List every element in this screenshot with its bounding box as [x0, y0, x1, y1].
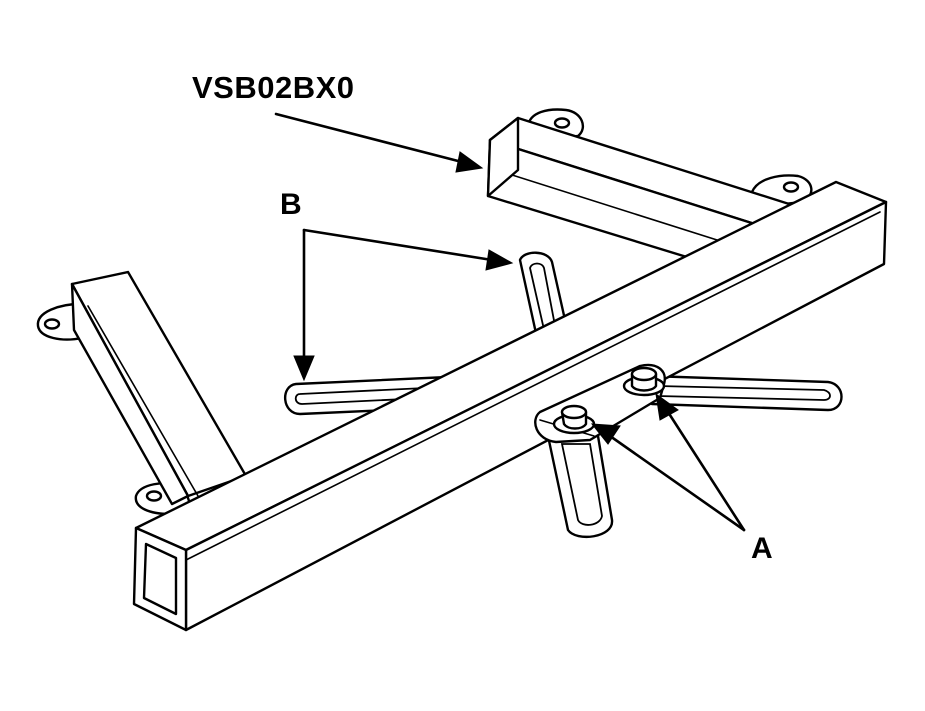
leader-b-arrowhead-back-leg [485, 249, 514, 271]
leader-a-line-to-left-bolt [608, 434, 746, 532]
left-side-arm [36, 270, 248, 516]
callout-label-b: B [280, 188, 302, 221]
leader-b-arrowhead-left-leg [293, 355, 315, 382]
rear-crossbar-edge-line [489, 167, 737, 247]
leader-part-number [274, 112, 484, 173]
bolt-right-top [630, 366, 658, 382]
left-arm-edge-line [87, 305, 199, 497]
leader-a-line-to-right-bolt [666, 410, 746, 532]
left-arm-side-face [70, 282, 190, 506]
rear-tab-left-hole [553, 117, 571, 129]
rear-crossbar-end-face [486, 116, 520, 198]
leader-a [590, 392, 746, 532]
left-arm-tab-bottom-hole [145, 490, 163, 502]
leg-right-slot [657, 385, 831, 401]
slotted-leg-right [648, 374, 843, 412]
leader-a-arrowhead-left-bolt [590, 423, 621, 445]
bolt-left [552, 404, 596, 435]
bolt-right [622, 366, 666, 397]
main-beam-edge-line [185, 211, 881, 561]
leader-part-number-line [274, 112, 464, 164]
main-beam-top-face [134, 180, 888, 552]
leader-part-number-arrowhead [455, 151, 484, 173]
leader-b [293, 228, 514, 382]
bolt-left-top [560, 404, 588, 420]
slotted-leg-front [546, 434, 614, 538]
rear-crossbar [486, 108, 813, 260]
main-beam-end-inner [142, 542, 178, 616]
part-number-label: VSB02BX0 [192, 70, 355, 105]
left-arm-tab-top-hole [43, 318, 61, 330]
rear-tab-right-hole [782, 181, 800, 193]
leg-front-slot [560, 443, 603, 526]
callout-label-a: A [751, 532, 773, 565]
leader-b-line-to-back-leg [302, 228, 494, 262]
leader-a-arrowhead-right-bolt [655, 392, 679, 421]
